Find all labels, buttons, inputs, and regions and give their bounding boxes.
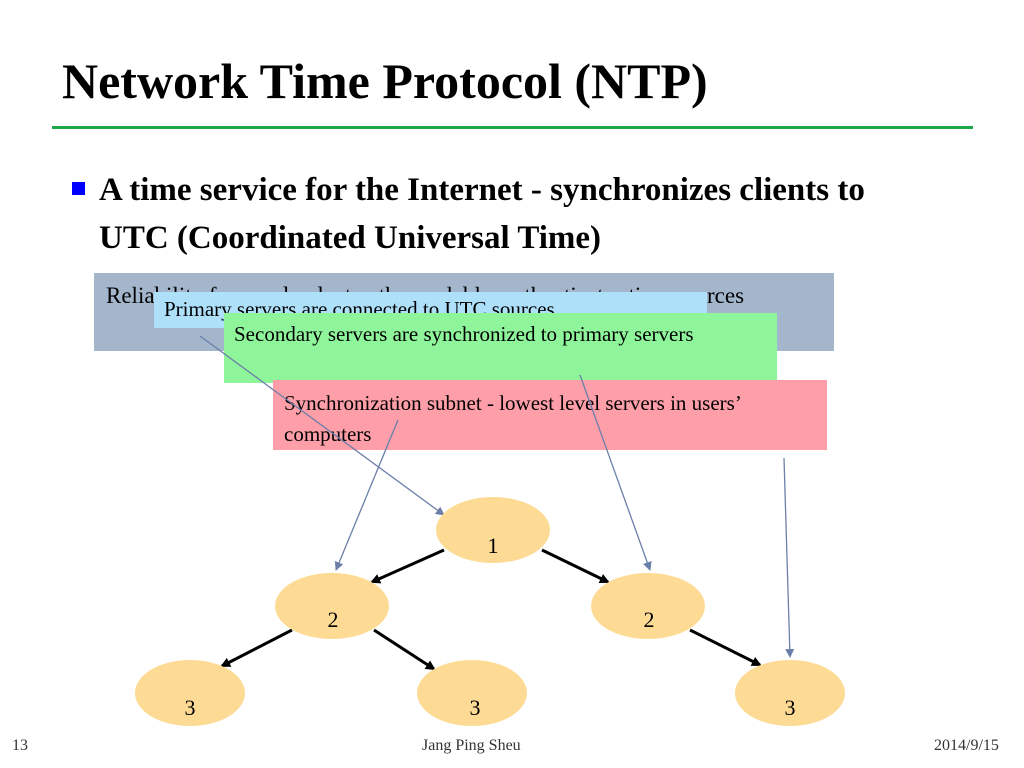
node-level-2-left xyxy=(275,573,389,639)
bullet-marker xyxy=(72,182,85,195)
tree-edge xyxy=(370,548,445,584)
pointer-line xyxy=(579,374,652,571)
tree-nodes xyxy=(135,497,845,726)
pointer-line xyxy=(334,419,399,571)
pointer-line xyxy=(199,335,445,516)
page-number: 13 xyxy=(12,737,28,754)
node-level-2-right xyxy=(591,573,705,639)
node-level-1 xyxy=(436,497,550,563)
footer-author: Jang Ping Sheu xyxy=(422,737,521,754)
node-label: 1 xyxy=(487,533,499,558)
node-level-3-b xyxy=(417,660,527,726)
node-level-3-c xyxy=(735,660,845,726)
node-label: 3 xyxy=(184,695,196,720)
subnet-callout: Synchronization subnet - lowest level se… xyxy=(273,380,827,450)
tree-edges xyxy=(220,548,762,671)
title-underline xyxy=(52,126,973,129)
tree-edge xyxy=(373,628,436,671)
slide-title: Network Time Protocol (NTP) xyxy=(62,53,708,109)
tree-edge xyxy=(220,628,293,668)
node-label: 2 xyxy=(327,607,339,632)
node-label: 2 xyxy=(643,607,655,632)
tree-edge xyxy=(689,628,762,667)
node-label: 3 xyxy=(469,695,481,720)
bullet-text: A time service for the Internet - synchr… xyxy=(99,172,865,256)
secondary-servers-callout: Secondary servers are synchronized to pr… xyxy=(224,313,777,383)
pointer-line xyxy=(783,457,795,658)
footer-date: 2014/9/15 xyxy=(934,737,999,754)
tree-edge xyxy=(541,548,610,584)
node-level-3-a xyxy=(135,660,245,726)
node-label: 3 xyxy=(784,695,796,720)
callout-pointer-lines xyxy=(199,335,795,658)
